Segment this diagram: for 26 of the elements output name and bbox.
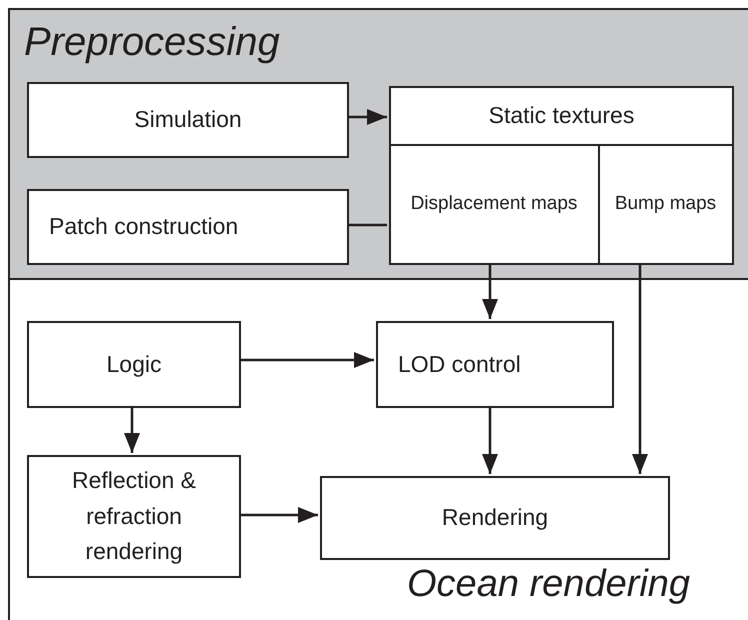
arrow bbox=[482, 263, 498, 319]
arrow bbox=[632, 263, 648, 474]
process-box bbox=[27, 82, 349, 158]
box-label: Rendering bbox=[442, 503, 548, 532]
process-box bbox=[320, 476, 670, 560]
process-box bbox=[376, 321, 614, 408]
process-box bbox=[27, 455, 241, 578]
arrow bbox=[239, 507, 318, 523]
process-box bbox=[27, 189, 349, 265]
section-title: Preprocessing bbox=[24, 20, 280, 64]
arrow bbox=[482, 406, 498, 474]
group-box bbox=[389, 86, 734, 265]
process-box bbox=[27, 321, 241, 408]
section-title: Ocean rendering bbox=[407, 564, 690, 606]
arrow bbox=[124, 406, 140, 453]
box-label: Displacement maps bbox=[410, 192, 578, 216]
section-panel bbox=[8, 8, 748, 280]
box-label: Logic bbox=[106, 350, 162, 379]
box-label: Reflection & refraction rendering bbox=[70, 466, 197, 566]
arrow bbox=[347, 109, 387, 125]
group-title: Static textures bbox=[488, 100, 634, 130]
arrow bbox=[239, 352, 374, 368]
box-label: Simulation bbox=[134, 105, 242, 134]
box-label: LOD control bbox=[398, 350, 521, 379]
box-label: Bump maps bbox=[614, 192, 716, 216]
box-label: Patch construction bbox=[49, 212, 238, 242]
